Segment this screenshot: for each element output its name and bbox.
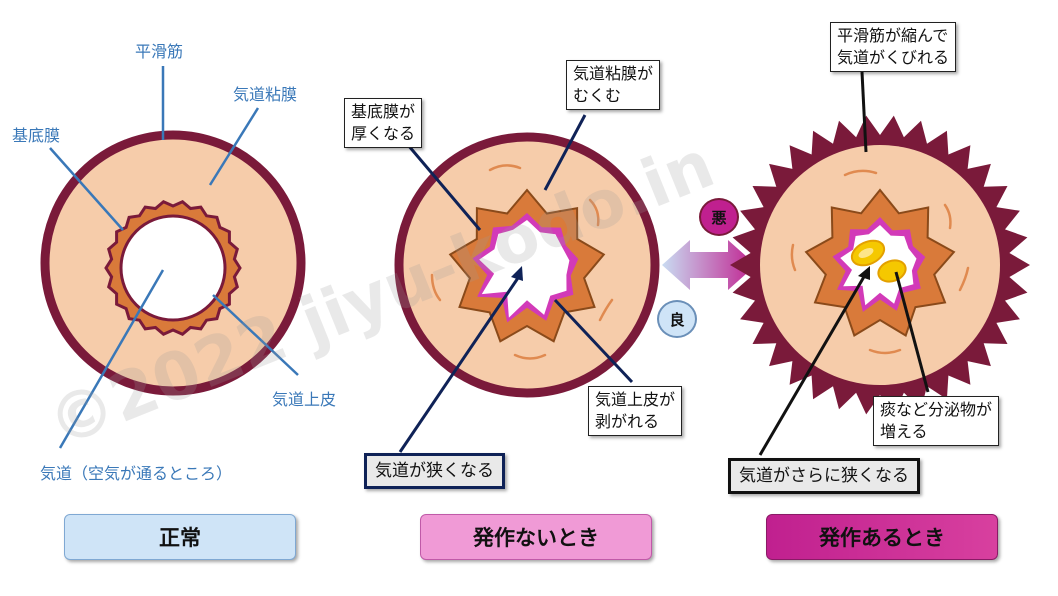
label-basement-thickens: 基底膜が 厚くなる [344, 98, 423, 148]
label-epithelium-peels: 気道上皮が 剥がれる [588, 386, 683, 436]
attack-leader-lines [860, 71, 930, 393]
normal-airway-lumen [119, 214, 227, 322]
label-airway-mucosa: 気道粘膜 [233, 85, 297, 104]
label-muscle-contracts: 平滑筋が縮んで 気道がくびれる [830, 22, 957, 72]
label-basement-membrane: 基底膜 [12, 126, 60, 145]
label-secretions-increase: 痰など分泌物が 増える [873, 396, 1000, 446]
label-airway-epithelium: 気道上皮 [272, 390, 336, 409]
label-airway-lumen: 気道（空気が通るところ） [40, 464, 232, 483]
no-attack-mucosa-marks [430, 164, 614, 360]
state-normal-button[interactable]: 正常 [64, 514, 296, 560]
no-attack-airway-arrow-line [398, 274, 522, 453]
attack-mucus-secretions [850, 239, 907, 283]
attack-mucosa-marks [790, 169, 970, 355]
normal-airway-crosssection [40, 130, 306, 396]
normal-leader-lines [49, 66, 299, 449]
attack-airway-crosssection [730, 115, 1030, 415]
label-airway-narrows-further: 気道がさらに狭くなる [728, 458, 920, 494]
worse-badge: 悪 [699, 198, 739, 236]
state-no-attack-button[interactable]: 発作ないとき [420, 514, 652, 560]
better-badge: 良 [657, 300, 697, 338]
attack-airway-arrow-line [758, 274, 867, 456]
transition-double-arrow [662, 240, 756, 290]
no-attack-airway-crosssection [394, 132, 660, 398]
state-attack-button[interactable]: 発作あるとき [766, 514, 998, 560]
no-attack-leader-lines [406, 114, 634, 384]
label-smooth-muscle: 平滑筋 [135, 42, 183, 61]
label-mucosa-swells: 気道粘膜が むくむ [566, 60, 661, 110]
label-airway-narrows: 気道が狭くなる [364, 453, 505, 489]
no-attack-narrow-lumen [479, 220, 570, 318]
no-attack-airway-arrowhead [511, 266, 523, 281]
attack-airway-arrowhead [858, 266, 870, 280]
